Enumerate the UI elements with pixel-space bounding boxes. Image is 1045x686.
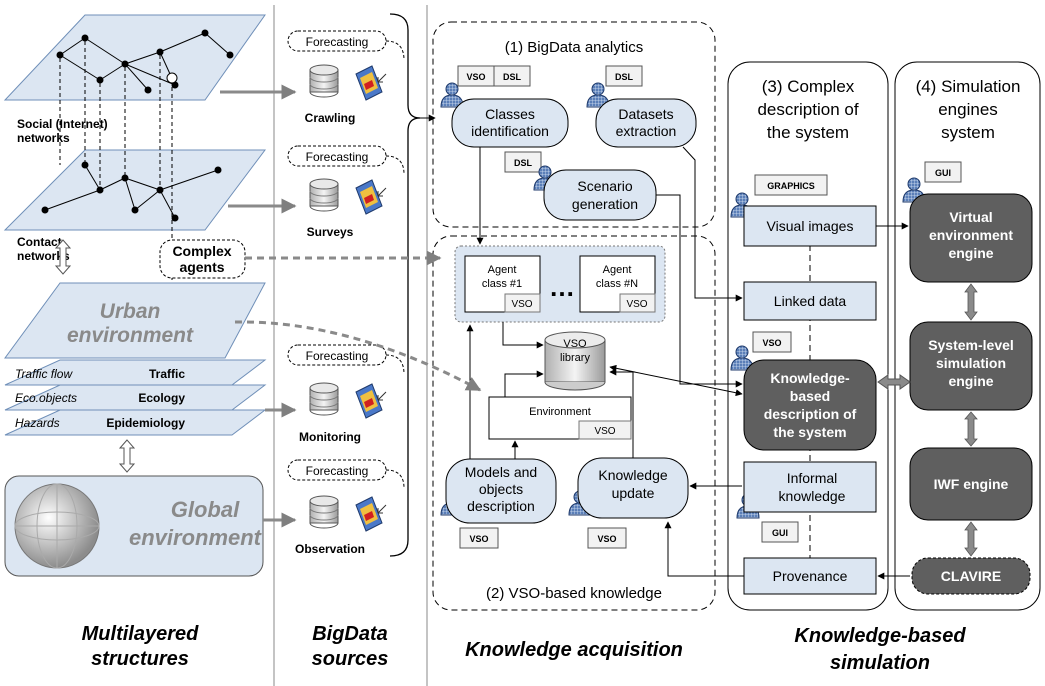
svg-text:Forecasting: Forecasting <box>306 464 369 478</box>
eco-objects-label: Eco.objects <box>15 391 77 405</box>
svg-text:Monitoring: Monitoring <box>299 430 361 444</box>
hazards-label: Hazards <box>15 416 60 430</box>
svg-text:GUI: GUI <box>935 168 951 178</box>
svg-text:(2) VSO-based knowledge: (2) VSO-based knowledge <box>486 585 662 602</box>
source-crawling: Forecasting Crawling <box>287 30 405 125</box>
svg-text:Surveys: Surveys <box>307 225 354 239</box>
iwf-engine: IWF engine <box>934 476 1009 492</box>
source-monitoring: Forecasting Monitoring <box>287 344 405 444</box>
svg-text:GRAPHICS: GRAPHICS <box>767 181 815 191</box>
svg-text:DSL: DSL <box>503 72 522 82</box>
svg-text:VSO: VSO <box>762 338 781 348</box>
svg-text:GUI: GUI <box>772 528 788 538</box>
svg-text:Forecasting: Forecasting <box>306 35 369 49</box>
traffic-flow-label: Traffic flow <box>15 367 73 381</box>
epidemiology-label: Epidemiology <box>106 416 185 430</box>
linked-data: Linked data <box>774 293 847 309</box>
svg-text:DSL: DSL <box>514 158 533 168</box>
svg-text:Forecasting: Forecasting <box>306 150 369 164</box>
social-network-plane: Social (Internet)networks <box>3 14 266 145</box>
svg-text:VSO: VSO <box>511 299 532 310</box>
svg-text:Observation: Observation <box>295 542 365 556</box>
source-observation: Forecasting Observation <box>287 459 405 556</box>
svg-text:Forecasting: Forecasting <box>306 349 369 363</box>
section-knowledge-acquisition: Knowledge acquisition <box>465 639 683 661</box>
environment-box: Environment <box>529 406 591 418</box>
svg-text:VSO: VSO <box>466 72 485 82</box>
social-networks-label: Social (Internet)networks <box>17 117 108 145</box>
svg-text:(1) BigData analytics: (1) BigData analytics <box>505 39 643 56</box>
svg-text:VSO: VSO <box>469 534 488 544</box>
svg-text:VSO: VSO <box>597 534 616 544</box>
source-surveys: Forecasting Surveys <box>287 145 405 239</box>
svg-text:Crawling: Crawling <box>305 111 356 125</box>
provenance: Provenance <box>773 568 848 584</box>
svg-text:…: … <box>549 272 575 302</box>
svg-text:DSL: DSL <box>615 72 634 82</box>
svg-text:VSO: VSO <box>626 299 647 310</box>
traffic-label: Traffic <box>149 367 185 381</box>
svg-text:VSO: VSO <box>594 426 615 437</box>
visual-images: Visual images <box>767 218 854 234</box>
clavire: CLAVIRE <box>941 568 1001 584</box>
ecology-label: Ecology <box>138 391 185 405</box>
